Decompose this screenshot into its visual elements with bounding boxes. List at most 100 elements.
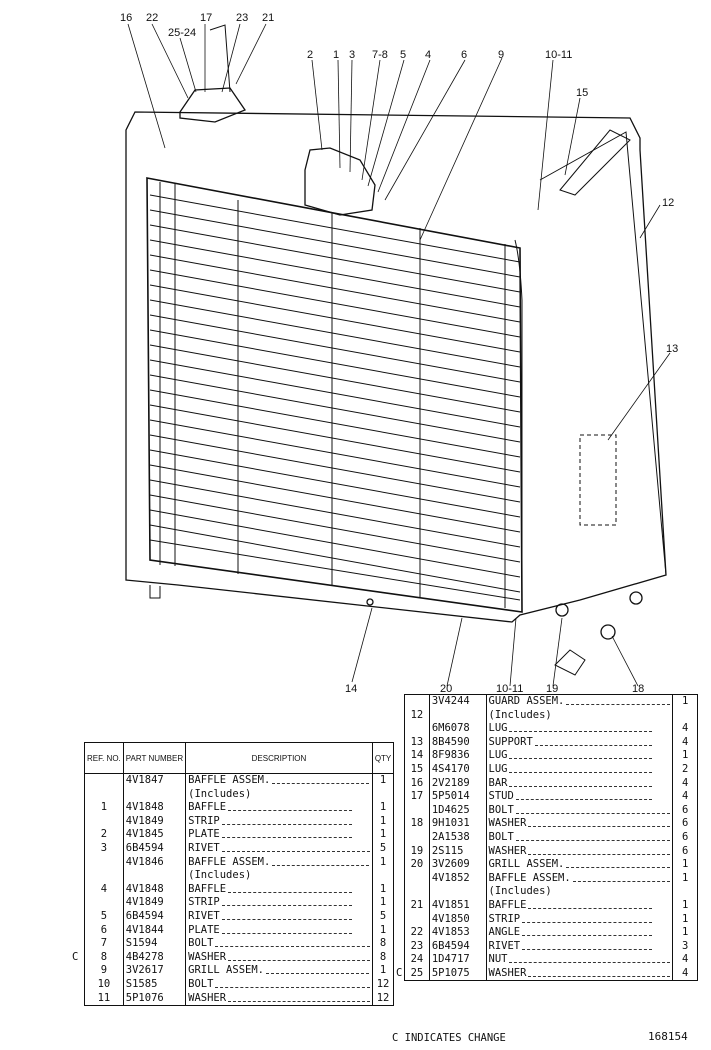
- qty-cell: 1: [681, 898, 689, 911]
- ref-no-cell: [404, 830, 430, 845]
- qty-cell: 1: [379, 855, 387, 868]
- part-number-cell: S1585: [123, 977, 187, 992]
- table-row: (Includes): [84, 869, 394, 883]
- description-cell: BAFFLE ASSEM.: [185, 855, 373, 870]
- description-cell: BOLT: [185, 937, 373, 951]
- leader-dots: [221, 830, 352, 839]
- description-cell: (Includes): [486, 885, 674, 899]
- callout-1: 1: [333, 49, 339, 61]
- description-cell: GRILL ASSEM.: [486, 858, 674, 872]
- part-number-cell: 4V1852: [429, 871, 487, 886]
- qty-cell: 1: [379, 814, 387, 827]
- ref-no-cell: 23: [404, 939, 430, 954]
- part-number-cell: 6B4594: [123, 909, 187, 924]
- change-marker: C: [396, 967, 403, 979]
- part-number-cell: 5P1075: [429, 966, 487, 981]
- leader-dots: [515, 833, 671, 841]
- ref-no-cell: 24: [404, 953, 430, 967]
- ref-no-cell: 10: [84, 977, 124, 992]
- drawing-number: 168154: [648, 1030, 688, 1043]
- description-cell: (Includes): [486, 708, 674, 723]
- ref-no-cell: [84, 869, 124, 883]
- description-cell: LUG: [486, 749, 674, 763]
- part-number-cell: 1D4625: [429, 803, 487, 818]
- qty-cell: 4: [681, 966, 689, 979]
- part-number-cell: [429, 708, 487, 723]
- part-number-cell: 6M6078: [429, 722, 487, 736]
- callout-18: 18: [632, 683, 644, 695]
- ref-no-cell: 20: [404, 858, 430, 872]
- qty-cell: 8: [379, 950, 387, 963]
- description-cell: WASHER: [486, 817, 674, 831]
- qty-cell: 1: [379, 964, 387, 977]
- table-row: 12(Includes): [404, 708, 698, 723]
- leader-dots: [528, 901, 653, 909]
- description-cell: BOLT: [486, 803, 674, 818]
- qty-cell: 6: [681, 803, 689, 816]
- description-cell: GUARD ASSEM.: [486, 694, 674, 709]
- part-number-cell: 5P1076: [123, 991, 187, 1006]
- leader-dots: [228, 953, 370, 961]
- qty-cell: 4: [681, 790, 689, 803]
- qty-cell: 1: [379, 801, 387, 814]
- part-number-cell: 4V1853: [429, 926, 487, 940]
- part-number-cell: 4V1847: [123, 773, 187, 788]
- leader-dots: [522, 915, 653, 923]
- part-number-cell: 3V4244: [429, 694, 487, 709]
- header-description: DESCRIPTION: [185, 742, 373, 774]
- leader-dots: [515, 792, 653, 801]
- qty-cell: 8: [379, 937, 387, 950]
- qty-cell: 1: [379, 882, 387, 895]
- part-number-cell: 6B4594: [429, 939, 487, 954]
- qty-cell: 4: [681, 735, 689, 748]
- qty-cell: 1: [681, 926, 689, 939]
- ref-no-cell: [404, 803, 430, 818]
- part-number-cell: 2S115: [429, 844, 487, 859]
- qty-cell: 4: [681, 953, 689, 966]
- part-number-cell: 9H1031: [429, 817, 487, 831]
- ref-no-cell: [404, 885, 430, 899]
- ref-no-cell: 8: [84, 950, 124, 965]
- header-part-number: PART NUMBER: [123, 742, 187, 774]
- part-number-cell: [123, 787, 187, 802]
- ref-no-cell: 22: [404, 926, 430, 940]
- callout-3: 3: [349, 49, 355, 61]
- header-qty: QTY: [372, 742, 394, 774]
- leader-dots: [509, 751, 653, 760]
- leader-dots: [528, 819, 671, 828]
- qty-cell: 12: [376, 991, 390, 1004]
- ref-no-cell: [404, 912, 430, 927]
- description-cell: GRILL ASSEM.: [185, 964, 373, 978]
- leader-dots: [522, 942, 653, 950]
- description-cell: (Includes): [185, 869, 373, 883]
- qty-cell: 5: [379, 841, 387, 854]
- parts-table-left: REF. NO. PART NUMBER DESCRIPTION QTY 4V1…: [84, 742, 395, 1007]
- description-cell: BAFFLE: [486, 898, 674, 913]
- description-cell: BAFFLE: [185, 882, 373, 897]
- part-number-cell: 4V1846: [123, 855, 187, 870]
- qty-cell: 1: [379, 774, 387, 786]
- callout-10-11-top: 10-11: [545, 49, 572, 61]
- leader-dots: [221, 817, 352, 825]
- callout-5: 5: [400, 49, 406, 61]
- qty-cell: 5: [379, 909, 387, 922]
- ref-no-cell: 21: [404, 898, 430, 913]
- ref-no-cell: 17: [404, 790, 430, 804]
- callout-15: 15: [576, 87, 588, 99]
- part-number-cell: 4S4170: [429, 762, 487, 777]
- part-number-cell: 1D4717: [429, 953, 487, 967]
